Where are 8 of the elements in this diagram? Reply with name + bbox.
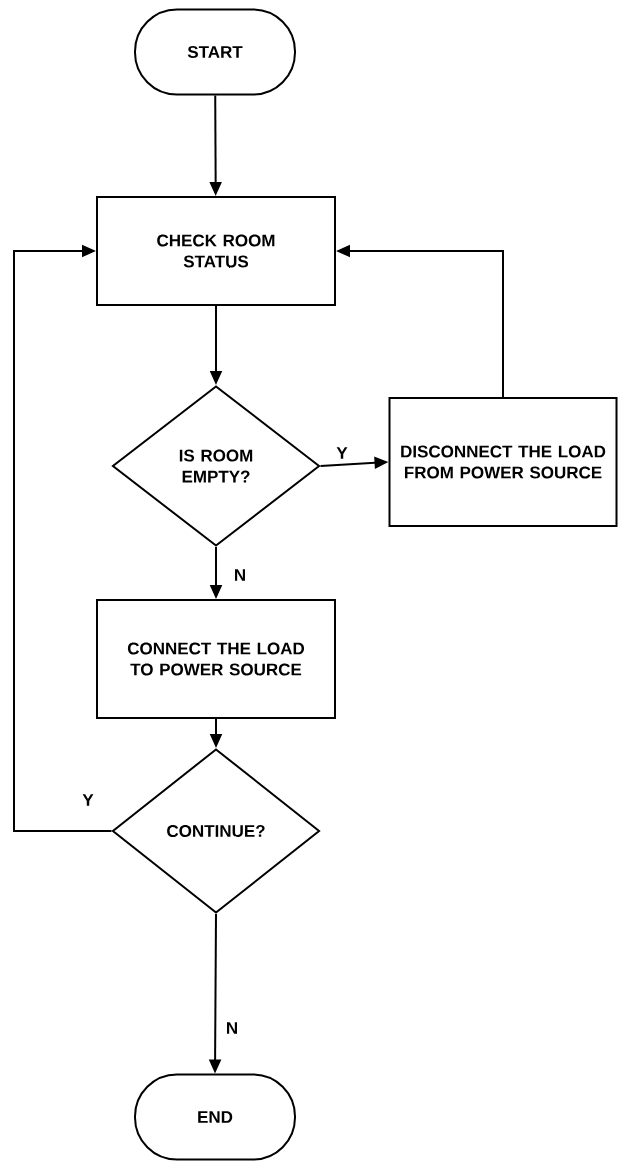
edge-label: Y: [335, 446, 349, 460]
edge-label: N: [232, 568, 248, 582]
process-box: CONNECT THE LOAD TO POWER SOURCE: [96, 599, 336, 719]
edge-label: Y: [81, 793, 95, 807]
arrow: [13, 244, 113, 832]
edge-label: N: [224, 1021, 240, 1035]
process-box: DISCONNECT THE LOAD FROM POWER SOURCE: [388, 397, 618, 527]
process-box: CHECK ROOM STATUS: [96, 196, 336, 306]
